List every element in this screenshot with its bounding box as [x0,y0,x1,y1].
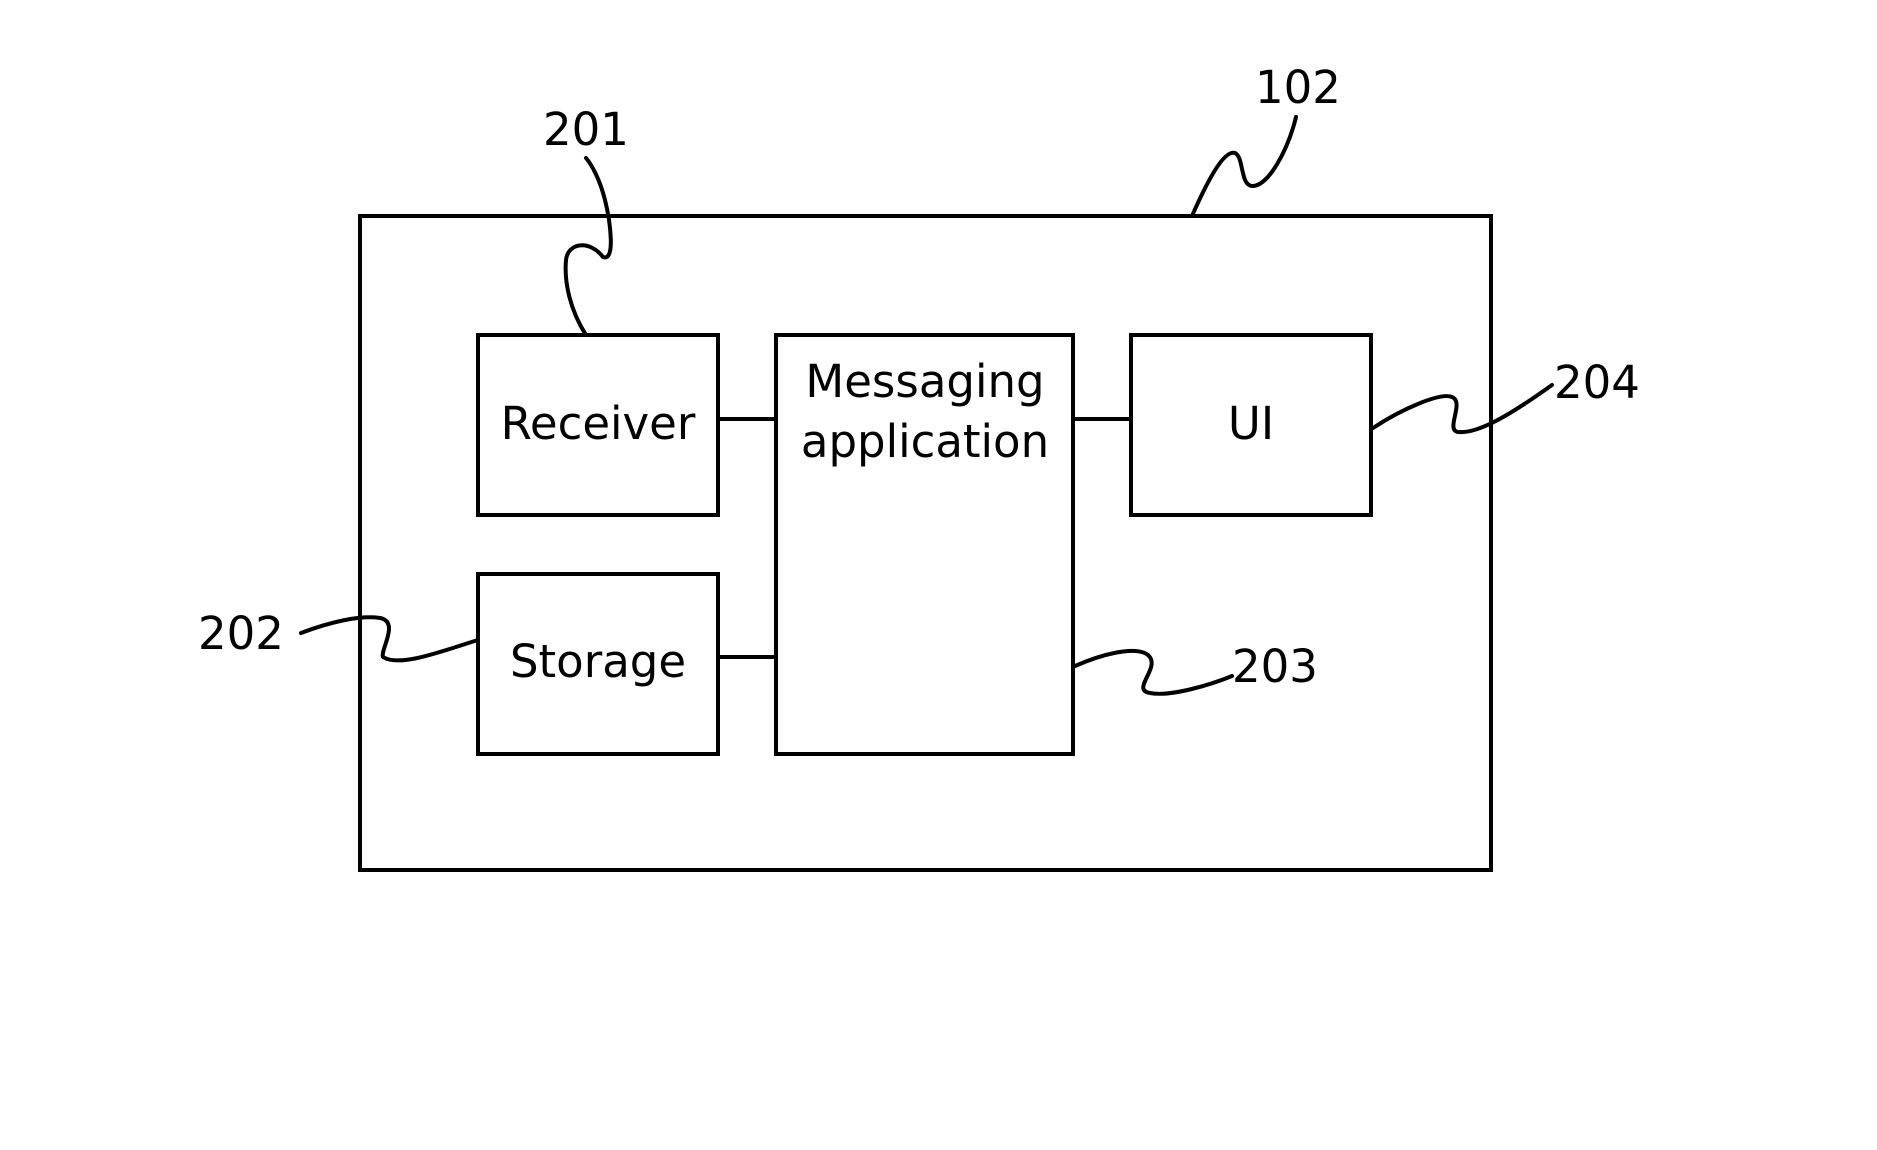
receiver-label: Receiver [501,397,696,450]
ref-201: 201 [543,103,629,156]
storage-label: Storage [510,635,686,688]
ref-204: 204 [1554,356,1640,409]
ui-block: UI [1131,335,1371,515]
ref-102: 102 [1255,61,1341,114]
messaging-label-line2: application [801,415,1049,468]
messaging-label-line1: Messaging [805,355,1044,408]
leader-line-202 [301,617,478,660]
leader-line-203 [1075,651,1232,694]
storage-block: Storage [478,574,718,754]
ref-202: 202 [198,607,284,660]
ref-203: 203 [1232,640,1318,693]
leader-line-201 [566,158,611,335]
messaging-application-block: Messaging application [776,335,1073,754]
receiver-block: Receiver [478,335,718,515]
leader-line-102 [1192,117,1296,216]
leader-line-204 [1373,385,1552,432]
ui-label: UI [1228,397,1274,450]
